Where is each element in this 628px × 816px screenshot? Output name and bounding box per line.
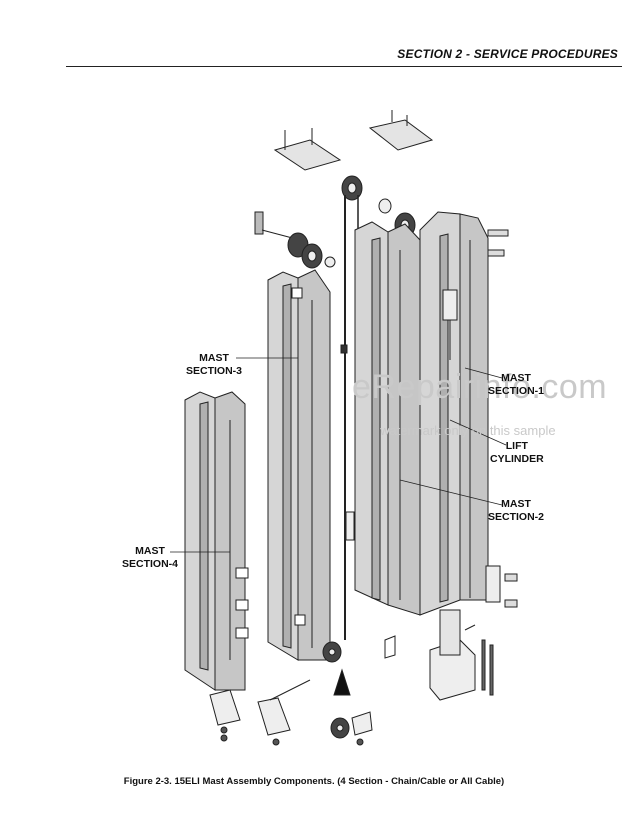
label-line: MAST [199,352,229,364]
label-line: MAST [135,545,165,557]
sheave-top-left [254,211,336,269]
top-plate-left [273,128,342,171]
watermark-note: watermark only on this sample [380,423,556,438]
label-line: SECTION-1 [488,385,545,397]
label-mast-section-3: MAST SECTION-3 [186,352,242,378]
mast-section-2 [354,221,421,616]
label-line: SECTION-3 [186,365,243,377]
bottom-bracket-center [257,679,311,746]
figure-caption: Figure 2-3. 15ELI Mast Assembly Componen… [123,776,505,787]
label-line: LIFT [505,440,528,452]
label-line: MAST [501,372,531,384]
label-line: CYLINDER [490,453,544,465]
section-title: SECTION 2 - SERVICE PROCEDURES [397,47,618,61]
mast-section-3 [267,269,331,661]
leader-lines [170,357,507,553]
label-line: SECTION-4 [122,558,179,570]
label-mast-section-2: MAST SECTION-2 [488,498,544,524]
bottom-bracket-left [209,689,241,742]
label-line: MAST [501,498,531,510]
cylinder-base-mount [384,609,494,701]
lift-cylinder [442,289,458,360]
label-lift-cylinder: LIFT CYLINDER [490,440,544,466]
mast-section-1 [419,211,518,616]
label-mast-section-4: MAST SECTION-4 [122,545,178,571]
page-header: SECTION 2 - SERVICE PROCEDURES [66,44,622,67]
mast-section-4 [184,391,249,691]
label-mast-section-1: MAST SECTION-1 [488,372,544,398]
label-line: SECTION-2 [488,511,545,523]
watermark-site: eRepairinfo.com [352,368,608,406]
top-plate-right [368,110,434,151]
bottom-sheave-assembly [322,641,373,746]
